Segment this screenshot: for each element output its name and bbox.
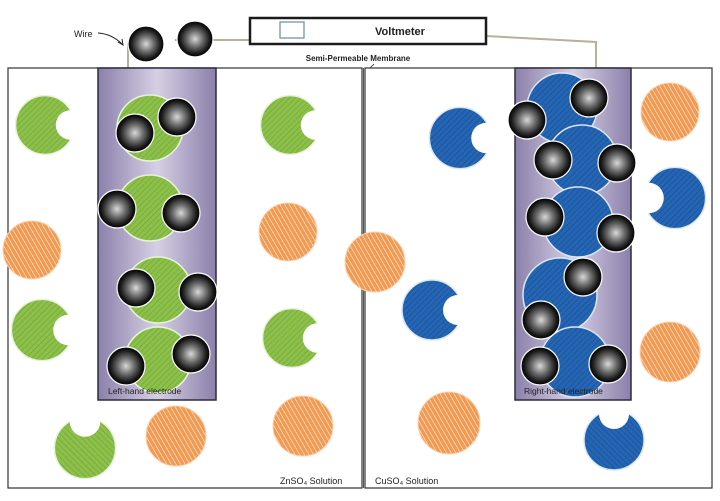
voltmeter-label: Voltmeter: [375, 26, 426, 38]
membrane-label: Semi-Permeable Membrane: [306, 54, 411, 63]
wire-label: Wire: [74, 29, 93, 39]
left-electrode-label: Left-hand electrode: [108, 386, 182, 396]
voltmeter: Voltmeter: [248, 16, 488, 46]
left-solution-label: ZnSO₄ Solution: [280, 476, 342, 486]
sulfate-ions: [2, 82, 701, 467]
electrons: [97, 20, 637, 386]
voltmeter-display: [279, 21, 305, 39]
right-solution-label: CuSO₄ Solution: [375, 476, 438, 486]
right-electrode-label: Right-hand electrode: [524, 386, 603, 396]
wire-label-group: Wire: [74, 29, 124, 46]
